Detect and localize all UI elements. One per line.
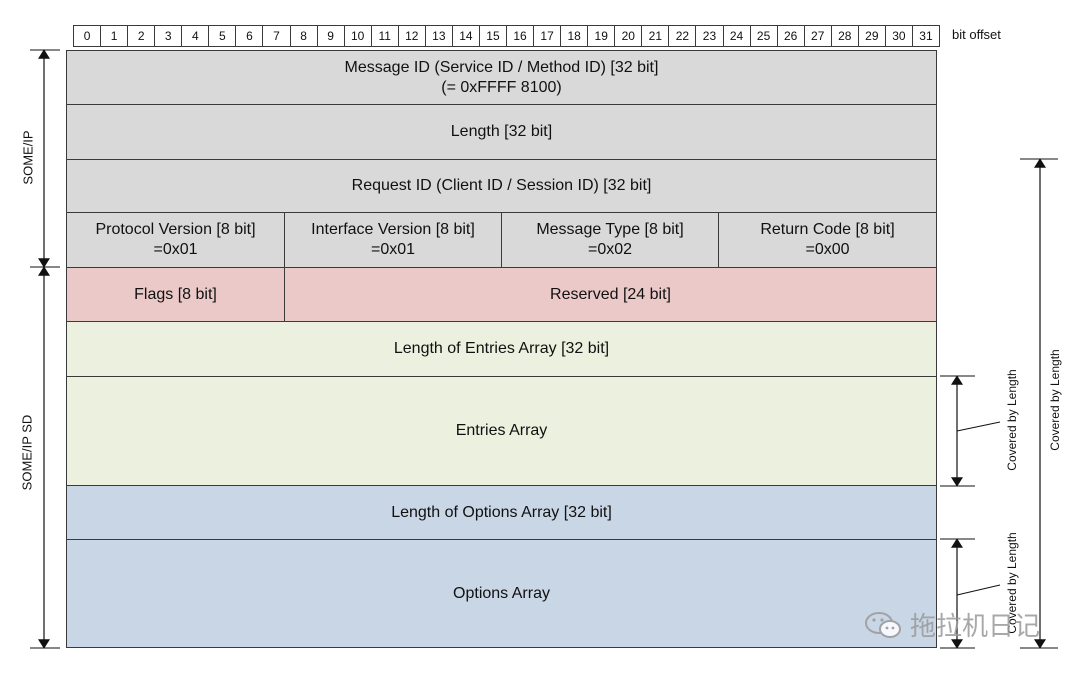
entries-array-row: Entries Array — [66, 376, 937, 486]
bit-offset-cell: 20 — [614, 25, 643, 47]
bit-offset-cell: 8 — [289, 25, 318, 47]
message-type-value: =0x02 — [587, 241, 633, 258]
bit-offset-cell: 28 — [830, 25, 859, 47]
message-type-label: Message Type [8 bit] — [536, 221, 684, 238]
length-row: Length [32 bit] — [66, 104, 937, 160]
message-id-row: Message ID (Service ID / Method ID) [32 … — [66, 50, 937, 105]
message-id-label: Message ID (Service ID / Method ID) [32 … — [344, 58, 659, 76]
options-array-label: Options Array — [453, 584, 550, 602]
bit-offset-cell: 16 — [506, 25, 535, 47]
message-id-value: (= 0xFFFF 8100) — [441, 78, 562, 96]
bit-offset-cell: 22 — [668, 25, 697, 47]
bit-offset-cell: 14 — [451, 25, 480, 47]
bit-offset-cell: 10 — [343, 25, 372, 47]
interface-version-value: =0x01 — [370, 241, 416, 258]
protocol-version-label: Protocol Version [8 bit] — [95, 221, 256, 238]
entries-array-label: Entries Array — [455, 422, 548, 439]
reserved-label: Reserved [24 bit] — [550, 285, 671, 303]
bit-offset-cell: 27 — [803, 25, 832, 47]
bit-offset-cell: 1 — [100, 25, 129, 47]
bit-offset-cell: 21 — [641, 25, 670, 47]
options-array-row: Options Array — [66, 539, 937, 648]
bit-offset-cell: 23 — [695, 25, 724, 47]
bit-offset-label: bit offset — [952, 27, 1001, 42]
flags-label: Flags [8 bit] — [134, 285, 217, 303]
bit-offset-cell: 0 — [73, 25, 102, 47]
entries-label-connector — [956, 421, 1001, 432]
bit-offset-cell: 26 — [776, 25, 805, 47]
reserved-field: Reserved [24 bit] — [284, 267, 937, 322]
someip-label: SOME/IP — [20, 130, 36, 185]
flags-field: Flags [8 bit] — [66, 267, 285, 322]
length-label: Length [32 bit] — [450, 123, 553, 140]
request-id-row: Request ID (Client ID / Session ID) [32 … — [66, 159, 937, 213]
bit-offset-cell: 3 — [154, 25, 183, 47]
bit-offset-cell: 11 — [370, 25, 399, 47]
bit-offset-cell: 19 — [587, 25, 616, 47]
bit-offset-cell: 5 — [208, 25, 237, 47]
bit-offset-cell: 12 — [397, 25, 426, 47]
wechat-icon — [865, 611, 901, 638]
bit-offset-cell: 2 — [127, 25, 156, 47]
bit-offset-cell: 17 — [533, 25, 562, 47]
options-label-connector — [956, 584, 1001, 596]
return-code-label: Return Code [8 bit] — [760, 221, 895, 238]
interface-version-label: Interface Version [8 bit] — [311, 221, 475, 238]
bit-offset-cell: 4 — [181, 25, 210, 47]
bit-offset-cell: 18 — [560, 25, 589, 47]
bit-offset-cell: 30 — [884, 25, 913, 47]
bit-offset-cell: 13 — [424, 25, 453, 47]
length-entries-label: Length of Entries Array [32 bit] — [393, 340, 610, 357]
bit-offset-cell: 15 — [478, 25, 507, 47]
interface-version-field: Interface Version [8 bit] =0x01 — [284, 212, 502, 268]
bit-offset-cell: 29 — [857, 25, 886, 47]
bit-offset-cell: 31 — [911, 25, 940, 47]
protocol-version-field: Protocol Version [8 bit] =0x01 — [66, 212, 285, 268]
return-code-value: =0x00 — [805, 241, 850, 258]
someip-sd-label: SOME/IP SD — [19, 414, 35, 491]
watermark: 拖拉机日记 — [864, 606, 1040, 643]
watermark-text: 拖拉机日记 — [910, 611, 1041, 641]
length-options-label: Length of Options Array [32 bit] — [391, 503, 612, 521]
request-id-label: Request ID (Client ID / Session ID) [32 … — [351, 177, 652, 194]
length-entries-row: Length of Entries Array [32 bit] — [66, 321, 937, 377]
length-options-row: Length of Options Array [32 bit] — [66, 485, 937, 540]
bit-offset-cell: 6 — [235, 25, 264, 47]
return-code-field: Return Code [8 bit] =0x00 — [718, 212, 937, 268]
message-type-field: Message Type [8 bit] =0x02 — [501, 212, 719, 268]
bit-offset-cell: 25 — [749, 25, 778, 47]
bit-offset-cell: 7 — [262, 25, 291, 47]
bit-offset-cell: 24 — [722, 25, 751, 47]
bit-offset-cell: 9 — [316, 25, 345, 47]
total-covered-label: Covered by Length — [1048, 349, 1062, 451]
protocol-version-value: =0x01 — [153, 241, 198, 258]
entries-covered-label: Covered by Length — [1005, 369, 1019, 471]
